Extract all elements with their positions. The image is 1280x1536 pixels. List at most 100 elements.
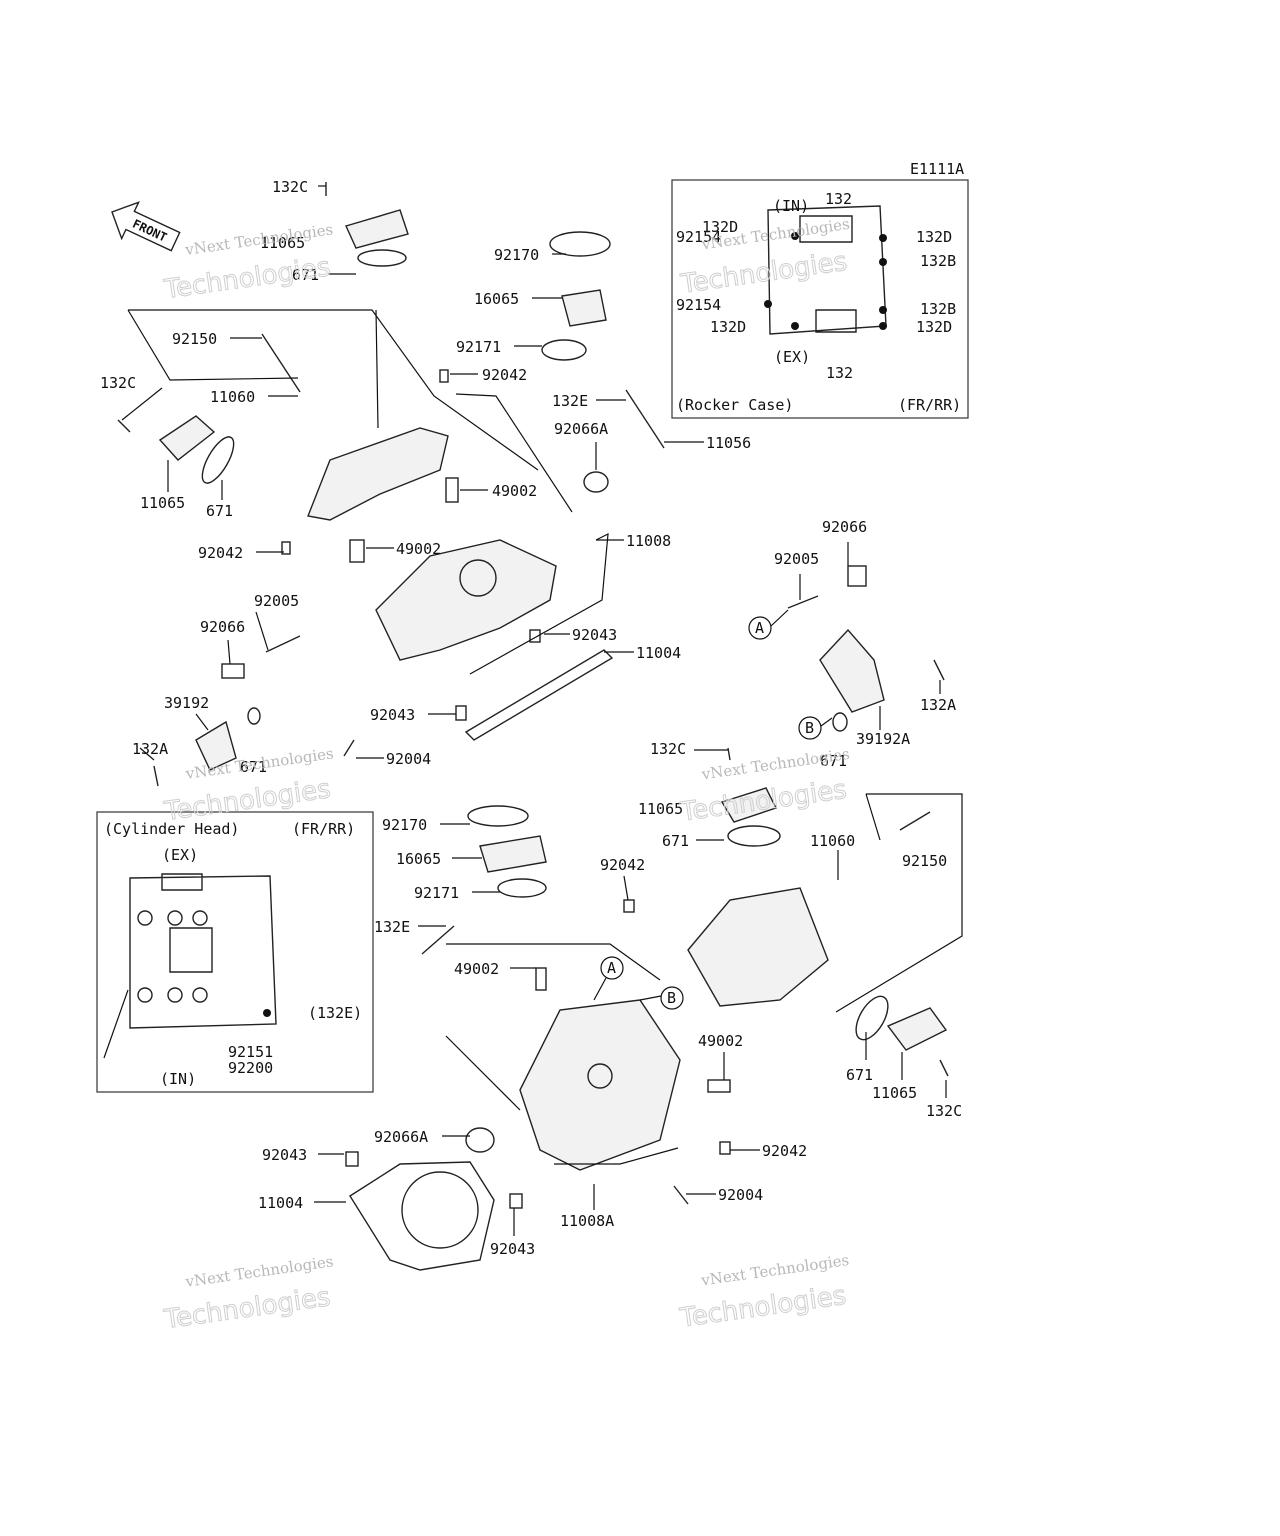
assembly-line bbox=[865, 793, 881, 841]
bolt-dot bbox=[879, 234, 887, 242]
clamp-ring bbox=[541, 339, 587, 361]
inset-label: 132B bbox=[920, 252, 956, 270]
o-ring-gasket bbox=[357, 249, 407, 267]
inset-label: 92151 bbox=[228, 1043, 273, 1061]
assembly-line bbox=[455, 393, 573, 513]
inset-label: (EX) bbox=[774, 348, 810, 366]
part-label: 11004 bbox=[258, 1194, 303, 1212]
inset-label: (IN) bbox=[773, 197, 809, 215]
part-label: 671 bbox=[206, 502, 233, 520]
assembly-line bbox=[835, 793, 963, 1013]
head-cover-right bbox=[886, 1007, 948, 1051]
inset-label: 92200 bbox=[228, 1059, 273, 1077]
o-ring-gasket bbox=[727, 825, 781, 847]
upper-cylinder-head bbox=[375, 539, 557, 661]
part-label: 132A bbox=[132, 740, 168, 758]
intake-joint bbox=[479, 835, 547, 873]
part-label: 92170 bbox=[382, 816, 427, 834]
watermark-line: Technologies bbox=[162, 252, 333, 305]
part-label: 92066A bbox=[554, 420, 608, 438]
part-label: 92066A bbox=[374, 1128, 428, 1146]
cylinder-head-inset: (Cylinder Head) (FR/RR) (EX) (132E) 9215… bbox=[103, 820, 362, 1088]
part-label: 671 bbox=[240, 758, 267, 776]
clamp-ring bbox=[497, 878, 547, 898]
inset-label: (IN) bbox=[160, 1070, 196, 1088]
watermark: vNext Technologies Technologies bbox=[677, 1251, 850, 1334]
part-label: 92066 bbox=[822, 518, 867, 536]
part-label: 671 bbox=[846, 1066, 873, 1084]
part-label: 16065 bbox=[396, 850, 441, 868]
dowel-pin bbox=[455, 705, 467, 721]
bolt bbox=[727, 747, 731, 761]
part-label: 92171 bbox=[456, 338, 501, 356]
part-label: 92004 bbox=[718, 1186, 763, 1204]
long-bolt bbox=[421, 925, 455, 955]
part-label: 92042 bbox=[198, 544, 243, 562]
part-label: 92066 bbox=[200, 618, 245, 636]
assembly-lines bbox=[127, 309, 963, 1165]
part-label: 39192A bbox=[856, 730, 910, 748]
part-label: 671 bbox=[662, 832, 689, 850]
leader-lines bbox=[121, 185, 947, 1236]
callout-a: A bbox=[593, 956, 624, 1001]
part-label: 11008 bbox=[626, 532, 671, 550]
part-label: 132C bbox=[926, 1102, 962, 1120]
part-label: 11065 bbox=[872, 1084, 917, 1102]
inset-label: 132D bbox=[916, 228, 952, 246]
dowel-pin bbox=[509, 1193, 523, 1209]
pin-sleeve bbox=[847, 565, 867, 587]
assembly-line bbox=[128, 309, 539, 471]
bolt-dot bbox=[879, 258, 887, 266]
watermark: vNext Technologies Technologies bbox=[161, 744, 334, 827]
head-cover-left bbox=[158, 415, 216, 461]
inset-label: 132D bbox=[702, 218, 738, 236]
part-label: 132E bbox=[374, 918, 410, 936]
part-label: 16065 bbox=[474, 290, 519, 308]
head-port bbox=[587, 1063, 613, 1089]
inset-label: (132E) bbox=[308, 1004, 362, 1022]
dowel-pin bbox=[719, 1141, 731, 1155]
stud-bolt bbox=[673, 1185, 689, 1205]
valve-guide bbox=[535, 967, 547, 991]
valve-guide bbox=[349, 539, 365, 563]
part-label: 11004 bbox=[636, 644, 681, 662]
part-label: 11056 bbox=[706, 434, 751, 452]
part-label: 671 bbox=[292, 266, 319, 284]
o-ring-gasket bbox=[201, 436, 235, 484]
part-label: 11008A bbox=[560, 1212, 614, 1230]
clamp-ring bbox=[467, 805, 529, 827]
head-bolt-hole bbox=[192, 910, 208, 926]
intake-joint bbox=[561, 289, 607, 327]
part-label: 132E bbox=[552, 392, 588, 410]
bolt bbox=[933, 659, 945, 681]
assembly-line bbox=[127, 309, 299, 381]
bolt bbox=[117, 419, 131, 433]
inset-label: 132D bbox=[916, 318, 952, 336]
plug-cap bbox=[465, 1127, 495, 1153]
watermark: vNext Technologies Technologies bbox=[161, 1252, 334, 1335]
inset-label: 132B bbox=[920, 300, 956, 318]
callout-b-label: B bbox=[805, 719, 814, 737]
pin-sleeve bbox=[221, 663, 245, 679]
dowel-pin bbox=[281, 541, 291, 555]
head-gasket bbox=[464, 649, 614, 741]
bolt-dot bbox=[791, 232, 799, 240]
part-label: 92171 bbox=[414, 884, 459, 902]
lower-cylinder-head bbox=[519, 999, 681, 1171]
head-gasket bbox=[349, 1161, 495, 1271]
stud-bolt bbox=[343, 739, 355, 757]
inset-label: 92154 bbox=[676, 296, 721, 314]
inset-label: 132 bbox=[825, 190, 852, 208]
lower-rocker-case bbox=[687, 887, 829, 1007]
part-label: 132C bbox=[272, 178, 308, 196]
callout-a: A bbox=[748, 609, 789, 640]
part-label: 49002 bbox=[454, 960, 499, 978]
part-label: 11065 bbox=[260, 234, 305, 252]
callout-b-label: B bbox=[667, 989, 676, 1007]
part-label: 132A bbox=[920, 696, 956, 714]
cylinder-head-inset-frame bbox=[96, 811, 374, 1093]
callout-b: B bbox=[798, 716, 833, 740]
bolt-dot bbox=[879, 322, 887, 330]
assembly-line bbox=[554, 1147, 679, 1165]
